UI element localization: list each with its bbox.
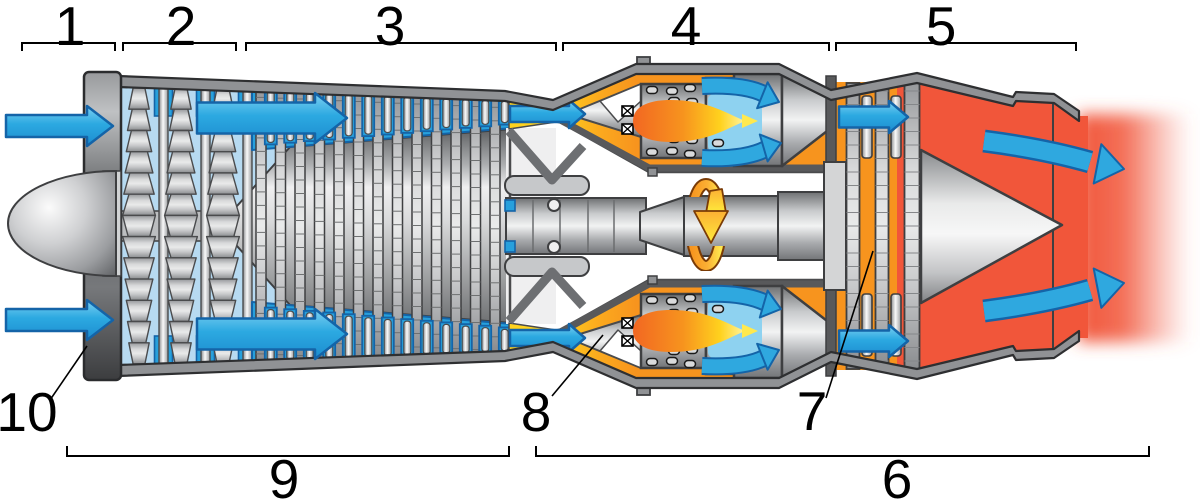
svg-text:4: 4: [671, 0, 702, 57]
svg-text:10: 10: [0, 381, 58, 443]
svg-text:5: 5: [926, 0, 957, 57]
svg-text:8: 8: [521, 381, 552, 443]
svg-text:3: 3: [375, 0, 406, 57]
svg-text:1: 1: [55, 0, 86, 57]
svg-text:2: 2: [166, 0, 197, 57]
svg-text:7: 7: [797, 380, 828, 442]
